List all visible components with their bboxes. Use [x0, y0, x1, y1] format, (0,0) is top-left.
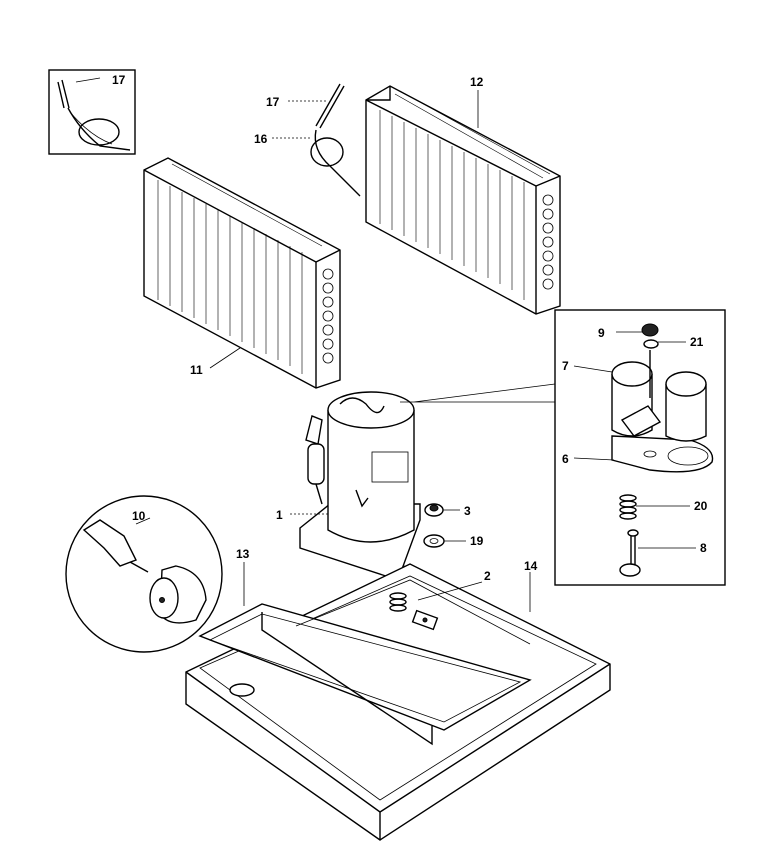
mounting-washer: [423, 534, 466, 548]
base-pan: [185, 562, 611, 841]
part-labels: 17 17 16 12 11 9 21 7 6 20 8 1 3 19 10 1…: [112, 73, 708, 583]
capacitor-inset: [65, 495, 223, 653]
label-11: 11: [190, 363, 203, 377]
label-20: 20: [694, 499, 708, 513]
label-14: 14: [524, 559, 538, 573]
mounting-nut: [424, 503, 460, 517]
label-9: 9: [598, 326, 605, 340]
compressor: [290, 391, 421, 581]
label-3: 3: [464, 504, 471, 518]
capillary-tube-assembly: [272, 83, 361, 197]
label-19: 19: [470, 534, 484, 548]
label-12: 12: [470, 75, 484, 89]
label-10: 10: [132, 509, 146, 523]
label-16: 16: [254, 132, 268, 146]
label-8: 8: [700, 541, 707, 555]
label-17: 17: [266, 95, 280, 109]
label-7: 7: [562, 359, 569, 373]
mount-detail-inset: [400, 309, 726, 586]
condenser-coil: [365, 85, 561, 315]
label-1: 1: [276, 508, 283, 522]
evaporator-coil: [143, 157, 341, 389]
capillary-tube-inset: [48, 69, 136, 155]
label-2: 2: [484, 569, 491, 583]
label-21: 21: [690, 335, 704, 349]
label-6: 6: [562, 452, 569, 466]
label-17-inset: 17: [112, 73, 126, 87]
label-13: 13: [236, 547, 250, 561]
